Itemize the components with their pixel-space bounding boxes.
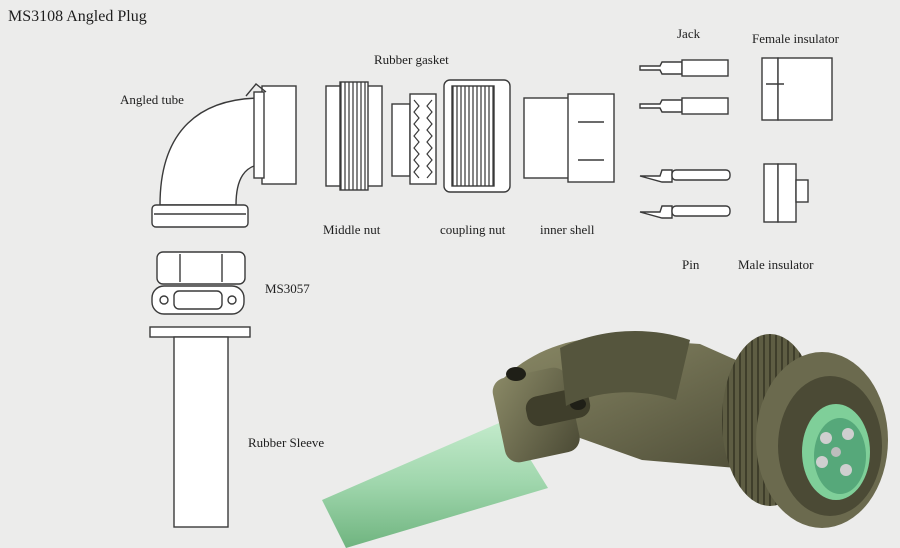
label-middle-nut: Middle nut bbox=[323, 222, 381, 237]
female-insulator-part bbox=[761, 57, 833, 121]
label-coupling-nut: coupling nut bbox=[440, 222, 506, 237]
label-rubber-gasket: Rubber gasket bbox=[374, 52, 449, 67]
diagram-title: MS3108 Angled Plug bbox=[8, 8, 147, 25]
middle-nut-part bbox=[325, 81, 383, 191]
pin-parts bbox=[639, 169, 731, 219]
label-ms3057: MS3057 bbox=[265, 281, 310, 296]
rubber-sleeve-part bbox=[149, 326, 251, 528]
label-pin: Pin bbox=[682, 257, 700, 272]
inner-shell-part bbox=[523, 93, 615, 183]
label-inner-shell: inner shell bbox=[540, 222, 595, 237]
angled-tube-part bbox=[151, 83, 297, 228]
label-female-insulator: Female insulator bbox=[752, 31, 840, 46]
label-male-insulator: Male insulator bbox=[738, 257, 814, 272]
rubber-gasket-part bbox=[391, 93, 437, 185]
male-insulator-part bbox=[763, 163, 809, 223]
jack-parts bbox=[639, 59, 729, 115]
label-rubber-sleeve: Rubber Sleeve bbox=[248, 435, 325, 450]
coupling-nut-part bbox=[443, 79, 511, 193]
label-angled-tube: Angled tube bbox=[120, 92, 184, 107]
assembled-connector-photo bbox=[322, 330, 888, 548]
label-jack: Jack bbox=[677, 26, 701, 41]
ms3057-part bbox=[151, 251, 246, 315]
